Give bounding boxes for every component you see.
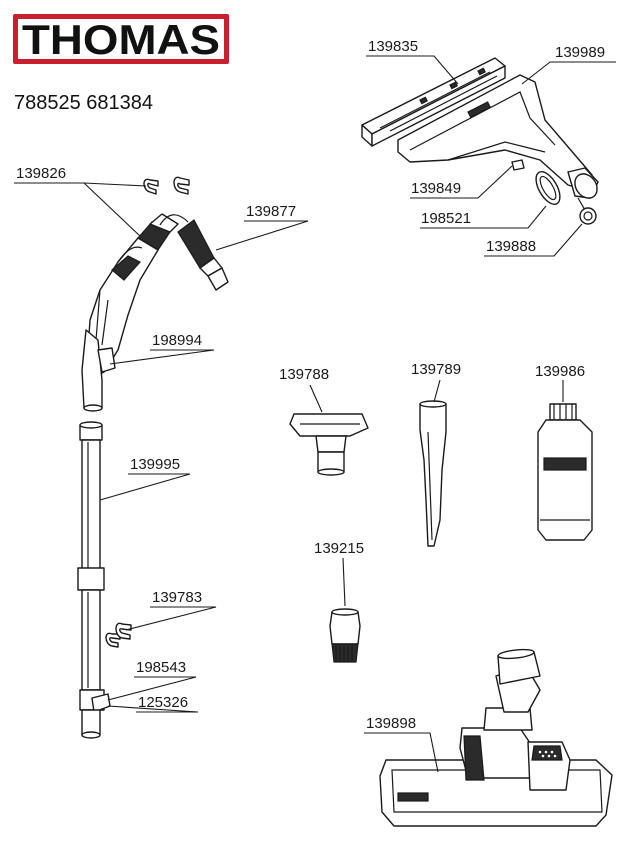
- upholstery-nozzle-drawing: [289, 413, 369, 476]
- handle-hose-drawing: [81, 176, 229, 412]
- thomas-logo: THOMAS: [13, 14, 229, 64]
- part-label-125326: 125326: [138, 694, 188, 711]
- part-label-139789: 139789: [411, 361, 461, 378]
- logo-text: THOMAS: [22, 16, 220, 63]
- part-label-139986: 139986: [535, 363, 585, 380]
- part-label-139989: 139989: [555, 44, 605, 61]
- part-label-139898: 139898: [366, 715, 416, 732]
- part-label-139783: 139783: [152, 589, 202, 606]
- small-brush-drawing: [329, 608, 361, 663]
- part-label-139995: 139995: [130, 456, 180, 473]
- part-label-198994: 198994: [152, 332, 202, 349]
- part-label-198543: 198543: [136, 659, 186, 676]
- parquet-nozzle-drawing: [361, 57, 599, 225]
- part-label-139788: 139788: [279, 366, 329, 383]
- part-label-139215: 139215: [314, 540, 364, 557]
- part-label-139826: 139826: [16, 165, 66, 182]
- part-label-198521: 198521: [421, 210, 471, 227]
- part-label-139849: 139849: [411, 180, 461, 197]
- floor-nozzle-drawing: [379, 648, 613, 827]
- cleaning-fluid-bottle-drawing: [537, 403, 593, 541]
- part-label-139877: 139877: [246, 203, 296, 220]
- leader-lines: [14, 55, 616, 773]
- part-label-139888: 139888: [486, 238, 536, 255]
- part-label-139835: 139835: [368, 38, 418, 55]
- extension-tube-drawing: [77, 421, 132, 739]
- model-numbers: 788525 681384: [14, 92, 153, 114]
- crevice-tool-drawing: [419, 400, 447, 547]
